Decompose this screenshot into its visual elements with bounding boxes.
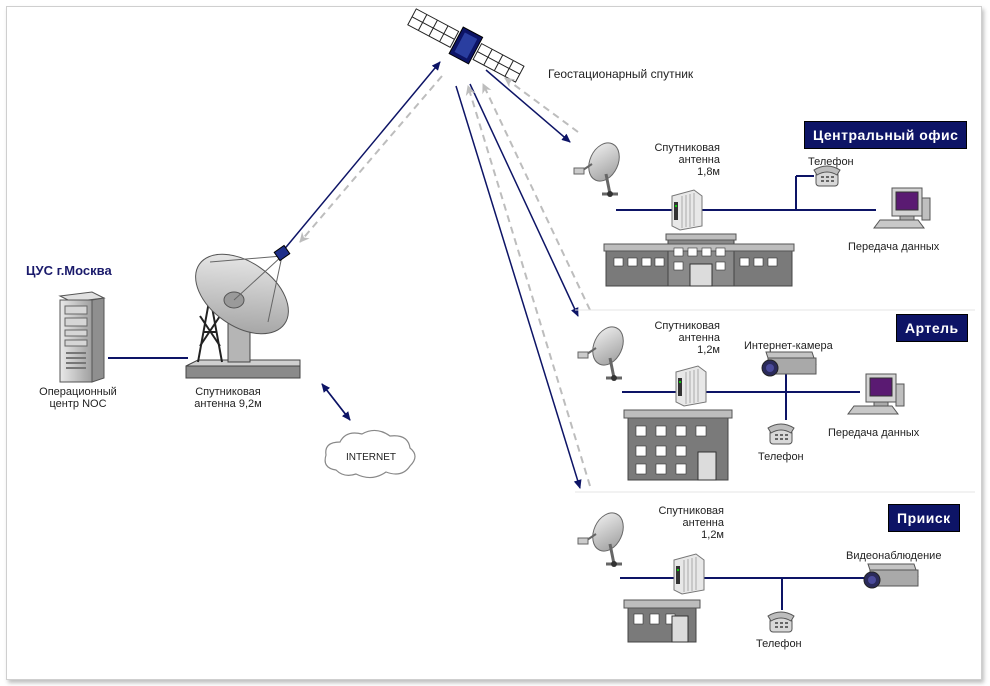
uplink-arrow — [281, 61, 441, 253]
server-icon — [58, 291, 106, 383]
site2-phone-label: Телефон — [758, 451, 804, 463]
link-site1-down — [485, 69, 571, 143]
site3-phone-label: Телефон — [756, 638, 802, 650]
site1-pc-icon — [873, 187, 931, 229]
site3-title: Прииск — [888, 504, 960, 532]
site2-camera-icon — [761, 351, 817, 377]
noc-server-label: Операционный центр NOC — [39, 386, 117, 410]
site2-modem-icon — [675, 365, 707, 407]
link-site1-up — [504, 77, 579, 133]
link-site3-up — [465, 85, 591, 487]
site2-data-label: Передача данных — [828, 427, 920, 439]
satellite-label: Геостационарный спутник — [548, 67, 694, 81]
site2-camera-label: Интернет-камера — [744, 340, 833, 352]
site3-modem-icon — [673, 553, 705, 595]
site3-building-icon — [623, 599, 701, 643]
satellite-icon — [407, 8, 525, 83]
site3-camera-label: Видеонаблюдение — [846, 550, 942, 562]
site3-phone-icon — [767, 611, 795, 633]
internet-cloud-icon — [324, 429, 416, 479]
link-site3-down — [455, 85, 582, 489]
site2-title: Артель — [896, 314, 968, 342]
diagram-frame — [6, 6, 982, 680]
site1-phone-icon — [813, 165, 841, 187]
site2-antenna-label: Спутниковая антенна 1,2м — [654, 320, 720, 356]
noc-title: ЦУС г.Москва — [26, 263, 112, 278]
site2-building-icon — [623, 409, 733, 481]
site1-data-label: Передача данных — [848, 241, 940, 253]
link-site2-up — [482, 83, 591, 311]
site2-pc-icon — [847, 373, 905, 415]
site2-dish-icon — [576, 320, 631, 383]
site1-building-icon — [603, 233, 795, 287]
downlink-arrow — [299, 75, 443, 243]
site3-camera-icon — [863, 563, 919, 589]
link-site2-down — [469, 83, 579, 317]
internet-label: INTERNET — [346, 452, 396, 463]
site2-phone-icon — [767, 423, 795, 445]
site1-title: Центральный офис — [804, 121, 968, 149]
site1-phone-label: Телефон — [808, 156, 854, 168]
site3-dish-icon — [576, 506, 631, 569]
noc-antenna-label: Спутниковая антенна 9,2м — [194, 386, 262, 410]
site1-dish-icon — [572, 136, 627, 199]
large-antenna-icon — [185, 244, 301, 379]
site1-antenna-label: Спутниковая антенна 1,8м — [654, 142, 720, 178]
site3-antenna-label: Спутниковая антенна 1,2м — [658, 505, 724, 541]
site1-modem-icon — [671, 189, 703, 231]
